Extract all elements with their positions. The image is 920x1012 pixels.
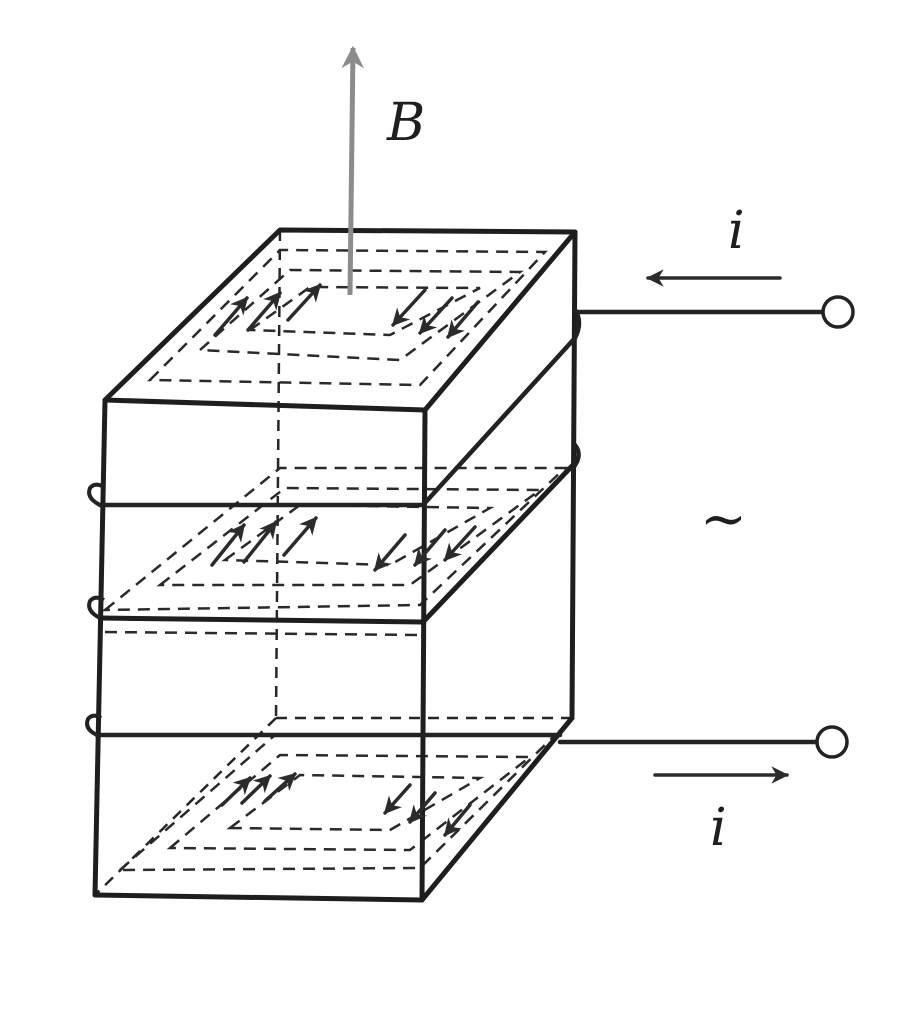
core-front-face <box>95 400 425 900</box>
lead-wires <box>557 295 855 759</box>
eddy-arrows-bottom <box>220 772 472 837</box>
current-in-label: i <box>728 201 745 261</box>
terminal-bottom <box>815 725 849 759</box>
field-label: B <box>386 93 425 153</box>
lamination-separators <box>97 462 576 625</box>
eddy-arrows-top <box>213 283 480 339</box>
eddy-arrows-middle <box>210 516 477 572</box>
core-top-face <box>105 230 575 410</box>
eddy-loops-top <box>147 248 548 387</box>
ac-source-symbol: ~ <box>700 487 747 552</box>
current-out-label: i <box>710 798 727 858</box>
terminal-top <box>821 295 855 329</box>
field-arrow <box>341 45 365 296</box>
